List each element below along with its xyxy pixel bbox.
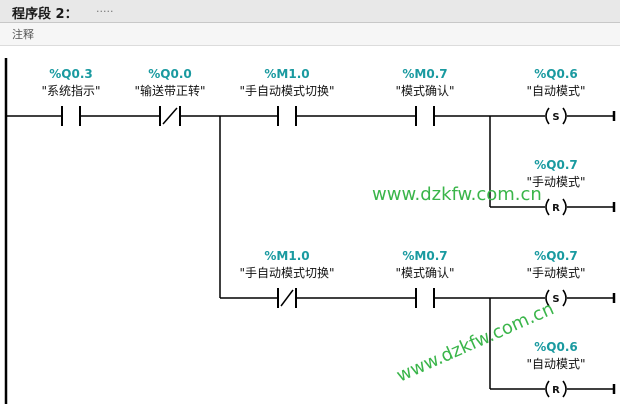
contact-address: %M1.0 [264,249,309,263]
coil-reset-q0-6[interactable]: %Q0.6 "自动模式" R [526,340,586,398]
coil-address: %Q0.6 [534,67,577,81]
contact-m0-7-rung1[interactable]: %M0.7 "模式确认" [395,67,455,126]
coil-set-q0-7[interactable]: %Q0.7 "手动模式" S [526,249,586,307]
coil-letter: R [552,203,560,214]
watermark-text: www.dzkfw.com.cn [372,184,542,205]
contact-address: %M0.7 [402,67,447,81]
coil-reset-q0-7[interactable]: %Q0.7 "手动模式" R [526,158,586,216]
contact-symbol: "系统指示" [41,83,100,98]
coil-address: %Q0.7 [534,158,577,172]
contact-symbol: "手自动模式切换" [239,84,334,98]
contact-address: %M1.0 [264,67,309,81]
contact-q0-3[interactable]: %Q0.3 "系统指示" [41,67,101,126]
coil-address: %Q0.6 [534,340,577,354]
contact-address: %Q0.3 [49,67,92,81]
contact-m1-0-rung2[interactable]: %M1.0 "手自动模式切换" [239,249,335,308]
contact-symbol: "模式确认" [395,84,454,98]
contact-address: %Q0.0 [148,67,191,81]
network-title: 程序段 2： [12,7,78,22]
rung1-wires [6,115,614,298]
coil-symbol: "手动模式" [526,175,585,189]
watermark-text-diagonal: www.dzkfw.com.cn [393,298,557,386]
coil-address: %Q0.7 [534,249,577,263]
contact-q0-0[interactable]: %Q0.0 "输送带正转" [134,67,206,126]
contact-symbol: "模式确认" [395,266,454,280]
coil-symbol: "自动模式" [526,84,585,98]
coil-symbol: "手动模式" [526,266,585,280]
coil-set-q0-6[interactable]: %Q0.6 "自动模式" S [526,67,586,125]
comment-bar[interactable] [0,23,620,46]
network-title-placeholder[interactable]: ..... [96,2,114,15]
coil-letter: R [552,385,560,396]
coil-letter: S [552,294,559,305]
contact-m0-7-rung2[interactable]: %M0.7 "模式确认" [395,249,455,308]
coil-letter: S [552,112,559,123]
contact-address: %M0.7 [402,249,447,263]
coil-symbol: "自动模式" [526,357,585,371]
network-header [0,0,620,23]
rung2-wires [220,297,614,390]
network-comment[interactable]: 注释 [12,28,34,41]
contact-m1-0-rung1[interactable]: %M1.0 "手自动模式切换" [239,67,335,126]
contact-symbol: "输送带正转" [134,83,205,98]
contact-symbol: "手自动模式切换" [239,266,334,280]
